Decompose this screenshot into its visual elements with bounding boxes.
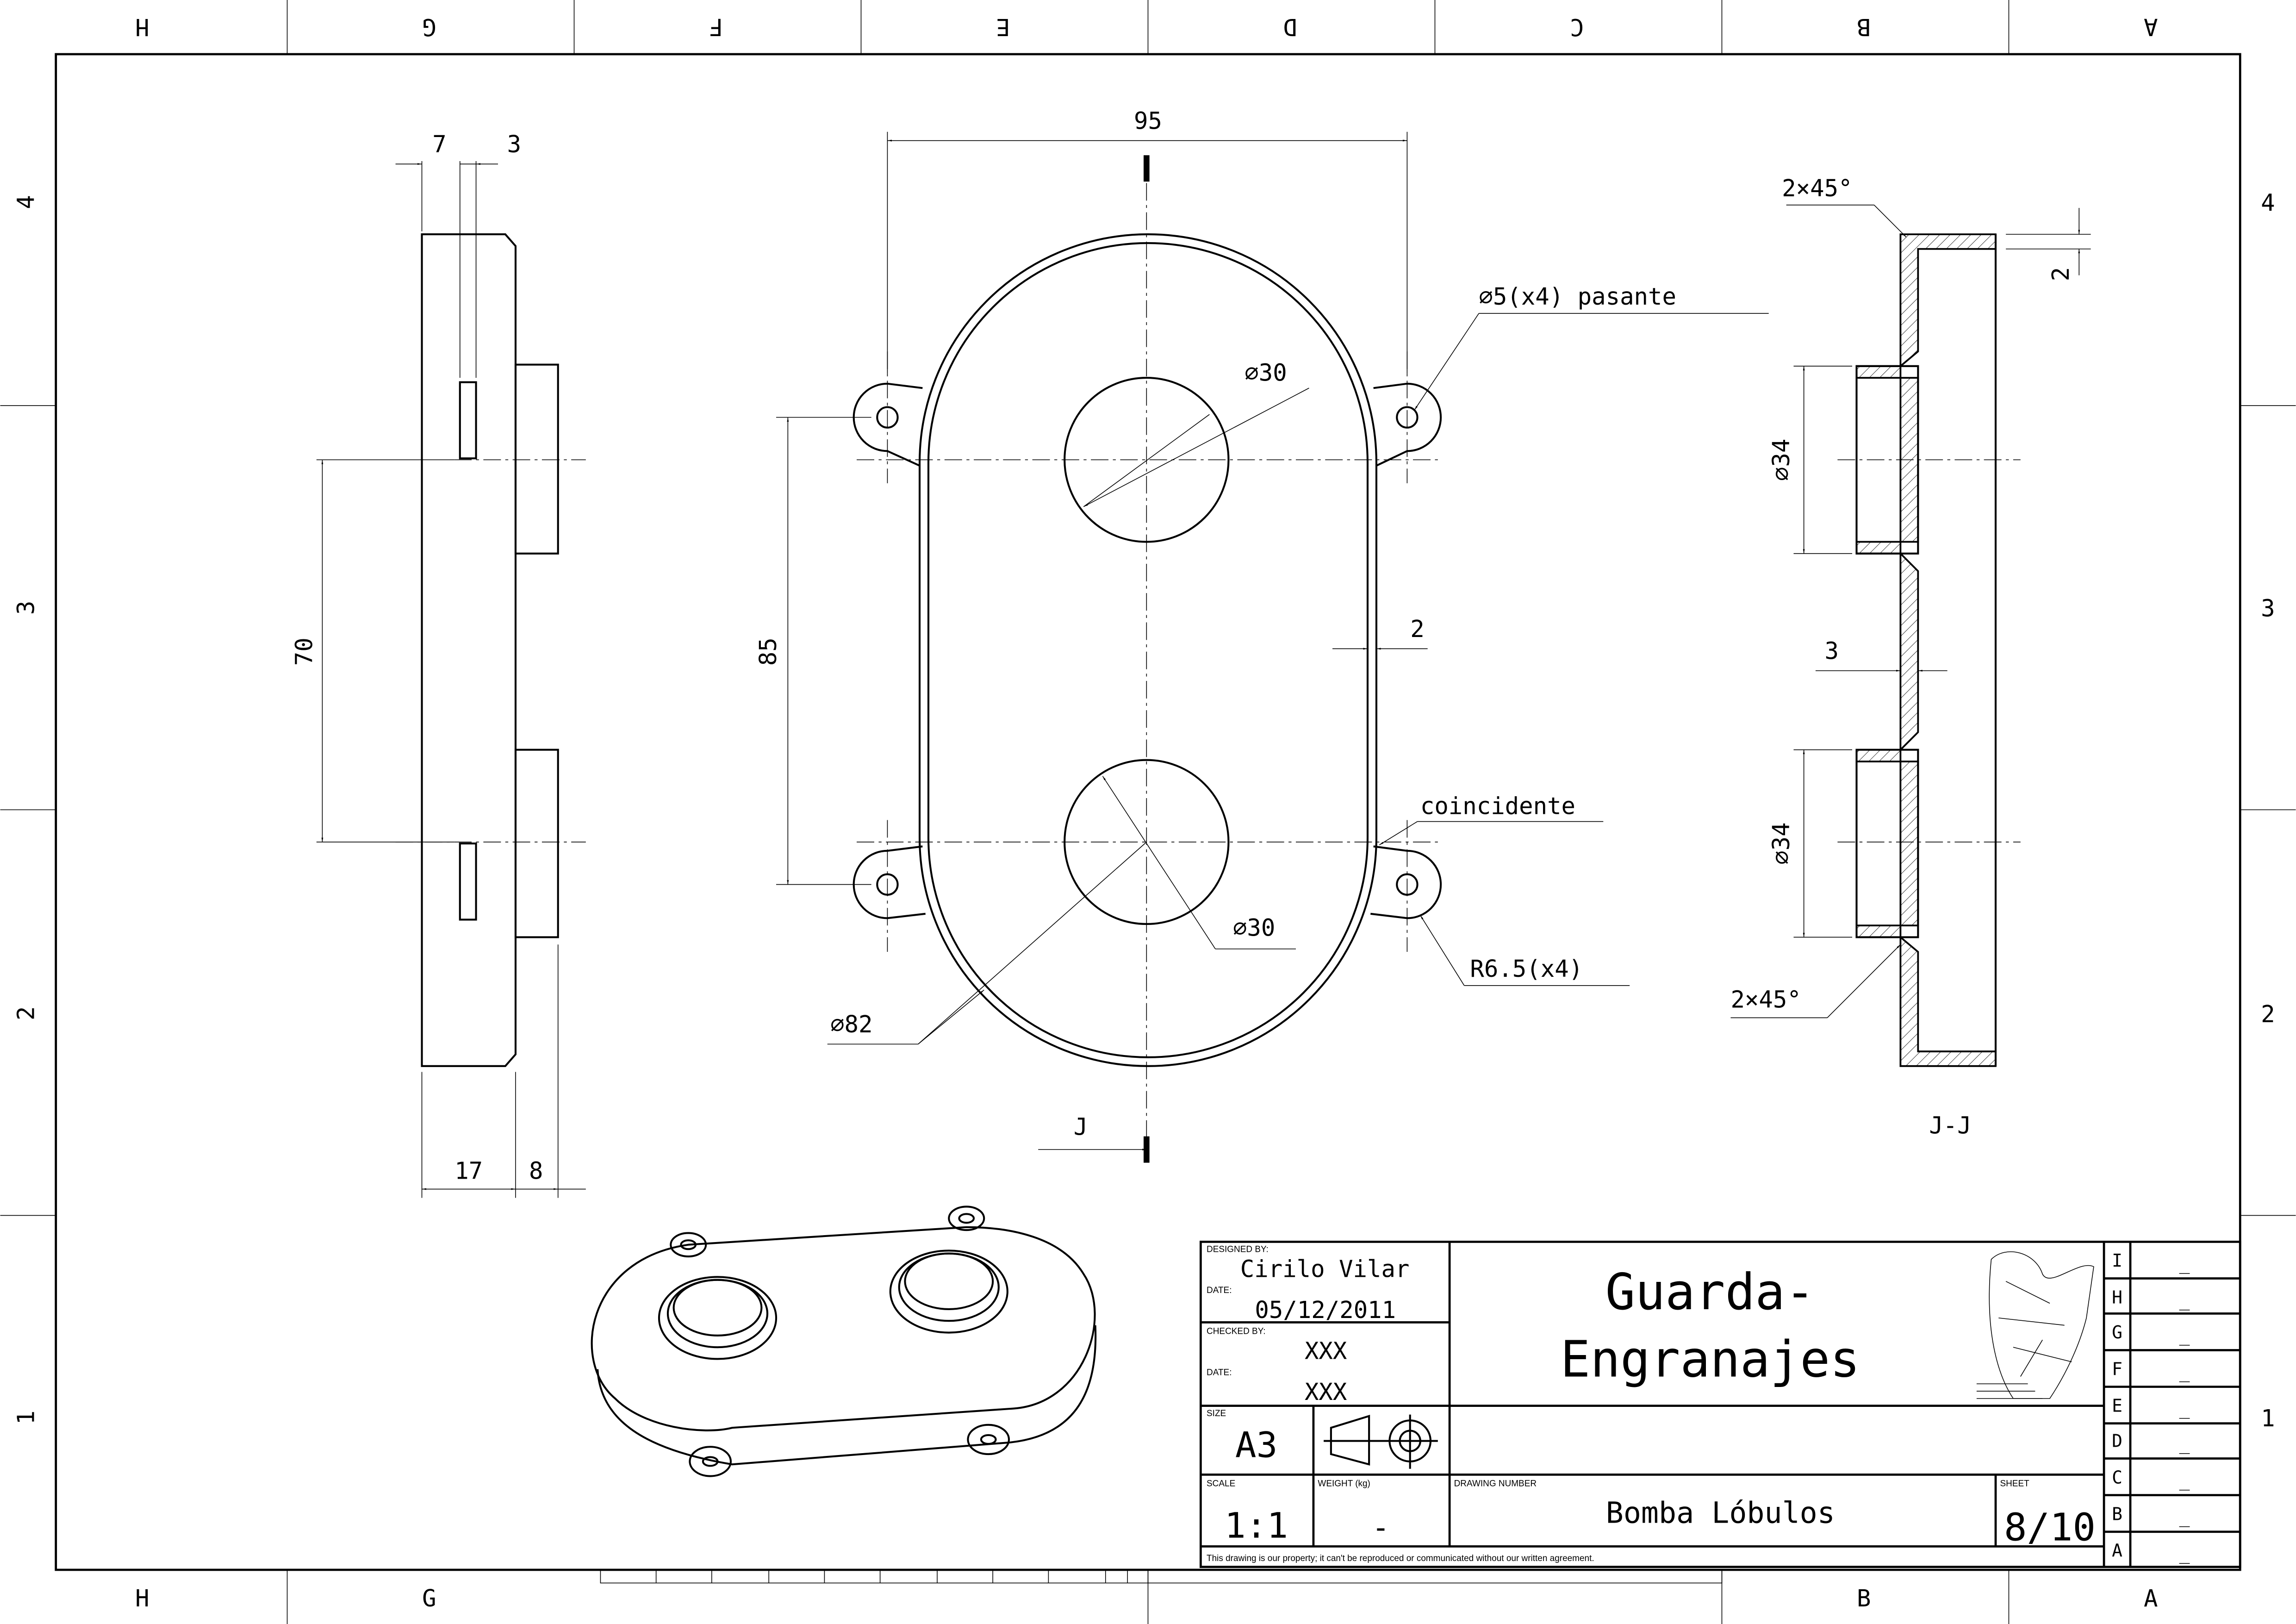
zone-top-h: H: [135, 13, 149, 41]
rev-value: _: [2179, 1362, 2190, 1383]
rev-value: _: [2179, 1325, 2190, 1346]
front-view: 95 85 2 ⌀30 ⌀30 ⌀82 ⌀5(x4) pasante coinc…: [754, 107, 1769, 1163]
zone-top-f: F: [709, 13, 723, 41]
dim-hole-top: ⌀30: [1244, 359, 1287, 386]
rev-value: _: [2179, 1399, 2190, 1419]
dim-outer-82: ⌀82: [830, 1011, 872, 1038]
rev-letter: E: [2112, 1395, 2122, 1416]
dim-d34-bottom: ⌀34: [1767, 822, 1795, 864]
zone-top-e: E: [996, 13, 1010, 41]
size-label: SIZE: [1207, 1409, 1226, 1418]
title-line2: Engranajes: [1560, 1330, 1860, 1388]
side-view: 7 3 70 17 8: [290, 131, 586, 1198]
rev-letter: C: [2112, 1467, 2122, 1487]
projection-symbol-icon: [1324, 1414, 1438, 1469]
dim-hole-bottom: ⌀30: [1233, 914, 1275, 941]
scale-ruler: [600, 1569, 1723, 1584]
zone-top-g: G: [422, 13, 436, 41]
dim-wall-3: 3: [1824, 637, 1838, 664]
zone-left-4: 4: [12, 195, 39, 209]
rev-value: _: [2179, 1290, 2190, 1311]
dim-3: 3: [507, 131, 521, 158]
rev-letter: H: [2112, 1287, 2122, 1307]
rev-value: _: [2179, 1434, 2190, 1455]
scale: 1:1: [1225, 1505, 1288, 1546]
rev-letter: G: [2112, 1322, 2122, 1343]
note-radius: R6.5(x4): [1470, 955, 1583, 982]
dim-7: 7: [432, 131, 446, 158]
zone-right-1: 1: [2261, 1405, 2275, 1432]
date2-label: DATE:: [1207, 1368, 1232, 1377]
zone-right-4: 4: [2261, 189, 2275, 217]
dim-85: 85: [754, 637, 782, 666]
zone-bottom-a: A: [2144, 1585, 2158, 1612]
size: A3: [1235, 1424, 1277, 1465]
designed-by-label: DESIGNED BY:: [1207, 1245, 1269, 1255]
weight-label: WEIGHT (kg): [1318, 1479, 1370, 1489]
dim-8: 8: [529, 1157, 543, 1184]
zone-top-a: A: [2144, 13, 2158, 41]
date2: XXX: [1305, 1378, 1347, 1405]
dim-17: 17: [454, 1157, 483, 1184]
isometric-view: [591, 1206, 1097, 1477]
title-block: DESIGNED BY: Cirilo Vilar DATE: 05/12/20…: [1200, 1241, 2241, 1568]
date: 05/12/2011: [1255, 1296, 1396, 1324]
rev-letter: D: [2112, 1430, 2122, 1451]
zone-right-3: 3: [2261, 595, 2275, 622]
rev-value: _: [2179, 1254, 2190, 1274]
dim-step-2: 2: [2047, 267, 2074, 281]
dim-chamfer-top: 2×45°: [1782, 175, 1852, 202]
designed-by: Cirilo Vilar: [1240, 1255, 1410, 1282]
zone-left-1: 1: [12, 1411, 39, 1424]
rev-value: _: [2179, 1507, 2190, 1528]
dim-95: 95: [1134, 107, 1162, 134]
rev-value: _: [2179, 1470, 2190, 1491]
section-title: J-J: [1929, 1112, 1971, 1139]
rev-letter: F: [2112, 1359, 2122, 1379]
disclaimer: This drawing is our property; it can't b…: [1207, 1554, 1594, 1563]
zone-left-2: 2: [12, 1006, 39, 1020]
zone-top-c: C: [1570, 13, 1584, 41]
zone-top-b: B: [1857, 13, 1871, 41]
zone-left-3: 3: [12, 600, 39, 614]
rev-letter: I: [2112, 1250, 2122, 1271]
zone-bottom-h: H: [135, 1585, 149, 1612]
sheet: 8/10: [2004, 1506, 2096, 1550]
weight: -: [1372, 1510, 1389, 1544]
rev-letter: B: [2112, 1504, 2122, 1524]
section-mark-label: J: [1074, 1113, 1088, 1140]
dim-wall-2: 2: [1410, 615, 1424, 643]
rev-value: _: [2179, 1543, 2190, 1564]
section-view: 2×45° 2 ⌀34 ⌀34 3 2×45° J-J: [1730, 175, 2091, 1139]
zone-right-2: 2: [2261, 1000, 2275, 1028]
rev-letter: A: [2112, 1540, 2122, 1561]
sheet-label: SHEET: [2000, 1479, 2029, 1489]
zone-top-d: D: [1283, 13, 1297, 41]
title-line1: Guarda-: [1605, 1263, 1815, 1321]
zone-bottom-g: G: [422, 1585, 436, 1612]
zone-bottom-b: B: [1857, 1585, 1871, 1612]
company-logo-sketch: [1976, 1251, 2094, 1399]
date-label: DATE:: [1207, 1286, 1232, 1295]
checked-by-label: CHECKED BY:: [1207, 1327, 1266, 1337]
note-holes: ⌀5(x4) pasante: [1479, 283, 1676, 310]
dim-chamfer-bottom: 2×45°: [1730, 986, 1801, 1013]
drawing-number-label: DRAWING NUMBER: [1454, 1479, 1537, 1489]
note-coincident: coincidente: [1420, 793, 1575, 820]
checked-by: XXX: [1305, 1337, 1347, 1364]
dim-70: 70: [290, 637, 317, 666]
scale-label: SCALE: [1207, 1479, 1235, 1489]
dim-d34-top: ⌀34: [1767, 439, 1795, 481]
drawing-number: Bomba Lóbulos: [1606, 1496, 1835, 1530]
